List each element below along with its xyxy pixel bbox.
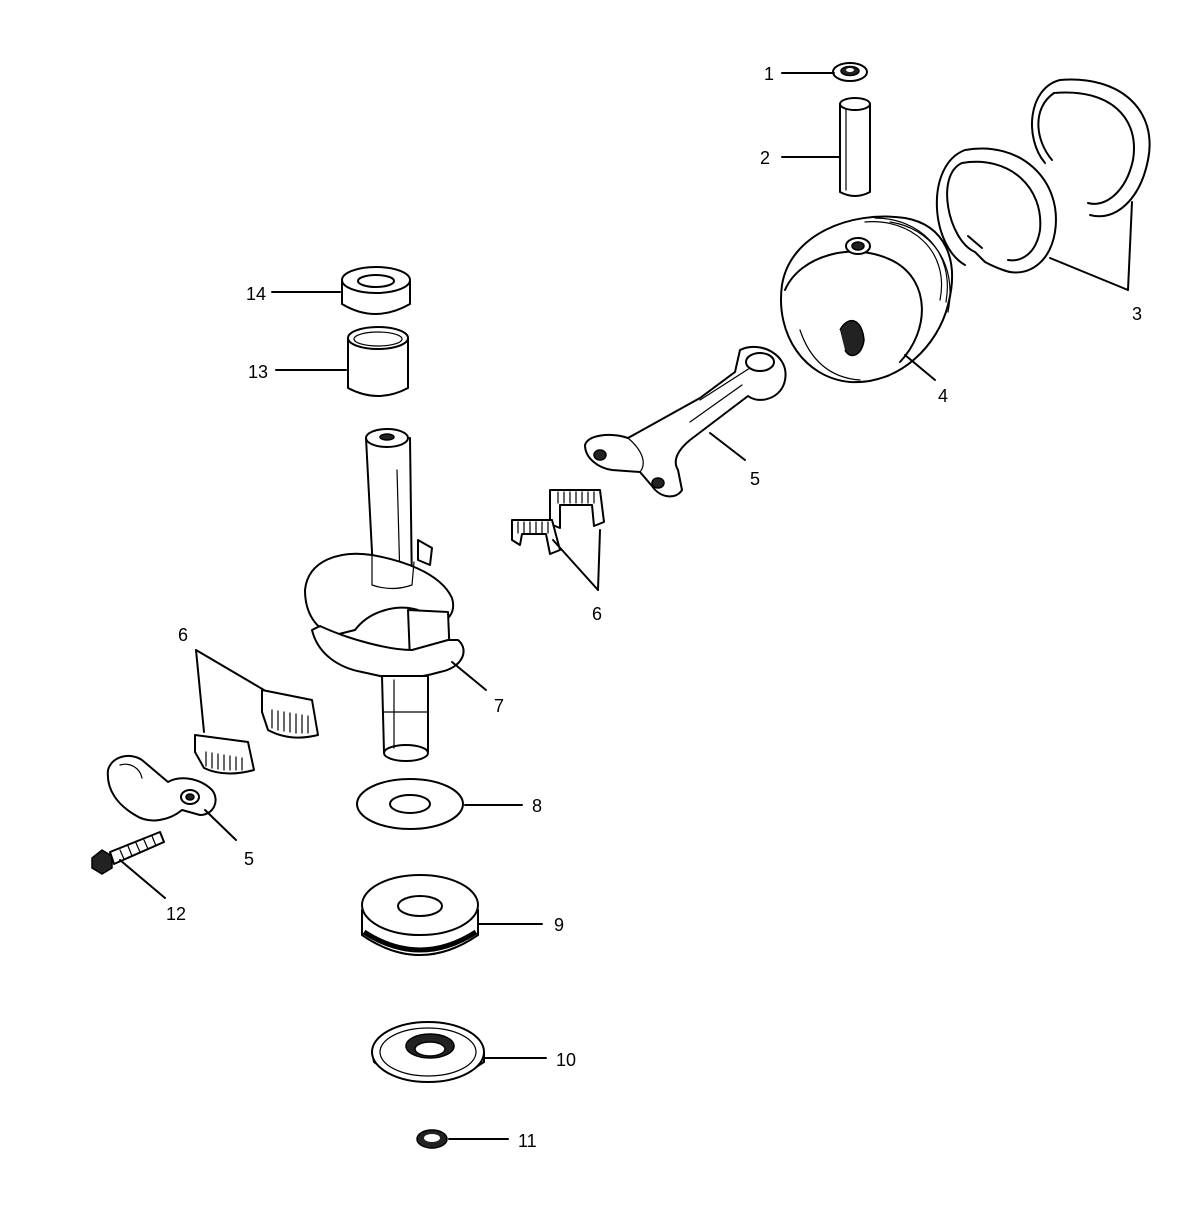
part-9-bearing-carrier [361, 874, 479, 956]
leader-lines [119, 72, 1133, 1140]
part-13-bearing-sleeve [347, 326, 409, 397]
part-6-needle-bearings-lower [194, 689, 319, 775]
label-part-14: 14 [246, 284, 266, 304]
part-6-needle-bearings-upper [511, 489, 605, 555]
label-part-1: 1 [764, 64, 774, 84]
label-part-4: 4 [938, 386, 948, 406]
label-part-6-upper: 6 [592, 604, 602, 624]
label-part-13: 13 [248, 362, 268, 382]
label-part-9: 9 [554, 915, 564, 935]
part-12-cap-screw [91, 831, 165, 875]
label-part-10: 10 [556, 1050, 576, 1070]
part-1-pin-retainer [832, 62, 868, 82]
label-part-8: 8 [532, 796, 542, 816]
part-10-seal-carrier [371, 1021, 485, 1083]
label-part-7: 7 [494, 696, 504, 716]
part-7-crankshaft [304, 428, 465, 762]
part-5-connecting-rod [584, 345, 787, 498]
label-part-6-lower: 6 [178, 625, 188, 645]
part-labels: 1 2 3 4 5 6 14 13 7 6 5 12 8 9 10 11 [166, 64, 1142, 1151]
part-3-piston-rings [935, 78, 1151, 274]
part-2-piston-pin [839, 97, 871, 197]
label-part-11: 11 [518, 1131, 537, 1151]
part-5-rod-cap [106, 754, 217, 822]
label-part-12: 12 [166, 904, 186, 924]
part-4-piston [780, 215, 953, 384]
part-8-thrust-washer [356, 778, 464, 830]
part-11-washer [416, 1129, 448, 1149]
label-part-5-lower: 5 [244, 849, 254, 869]
part-14-oil-seal [341, 266, 411, 315]
label-part-2: 2 [760, 148, 770, 168]
label-part-3: 3 [1132, 304, 1142, 324]
label-part-5-upper: 5 [750, 469, 760, 489]
